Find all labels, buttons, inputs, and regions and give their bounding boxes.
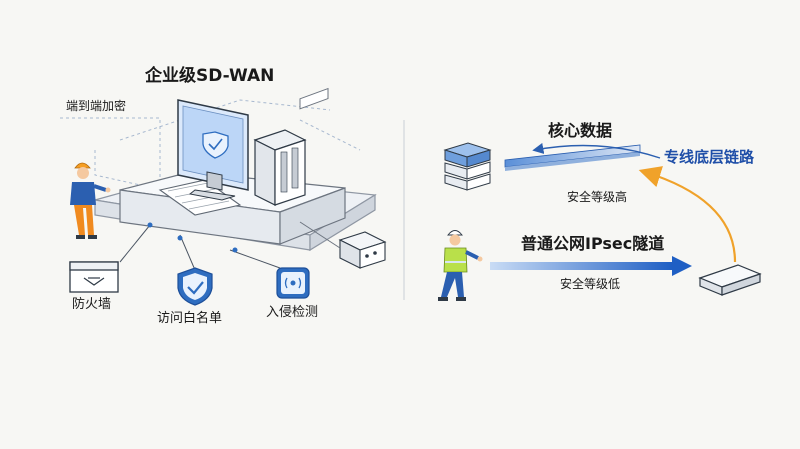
router-box — [299, 221, 387, 269]
page-title: 企业级SD-WAN — [145, 66, 275, 86]
shield-check-icon — [177, 267, 213, 306]
security-high-label: 安全等级高 — [567, 190, 628, 204]
firewall-label: 防火墙 — [72, 297, 112, 312]
tower-pc — [253, 129, 307, 206]
core-data-arrow — [532, 142, 661, 159]
monitor — [177, 99, 249, 201]
security-low-label: 安全等级低 — [560, 277, 621, 291]
router-device-right — [698, 264, 762, 296]
engineer-figure-left — [70, 162, 111, 239]
core-data-label: 核心数据 — [548, 121, 613, 140]
firewall-icon — [69, 261, 119, 293]
database-stack-icon — [443, 142, 492, 191]
feature-connectors — [119, 224, 281, 271]
whitelist-label: 访问白名单 — [157, 311, 223, 326]
intrusion-detection-icon — [276, 267, 310, 299]
worker-figure-right — [438, 230, 483, 301]
dedicated-line-label: 专线底层链路 — [664, 148, 755, 166]
intrusion-detection-label: 入侵检测 — [266, 305, 319, 320]
encryption-label: 端到端加密 — [66, 99, 127, 113]
public-tunnel-label: 普通公网IPsec隧道 — [521, 234, 665, 253]
dedicated-link-orange-arrow — [638, 166, 737, 263]
public-tunnel-arrow — [490, 256, 692, 276]
